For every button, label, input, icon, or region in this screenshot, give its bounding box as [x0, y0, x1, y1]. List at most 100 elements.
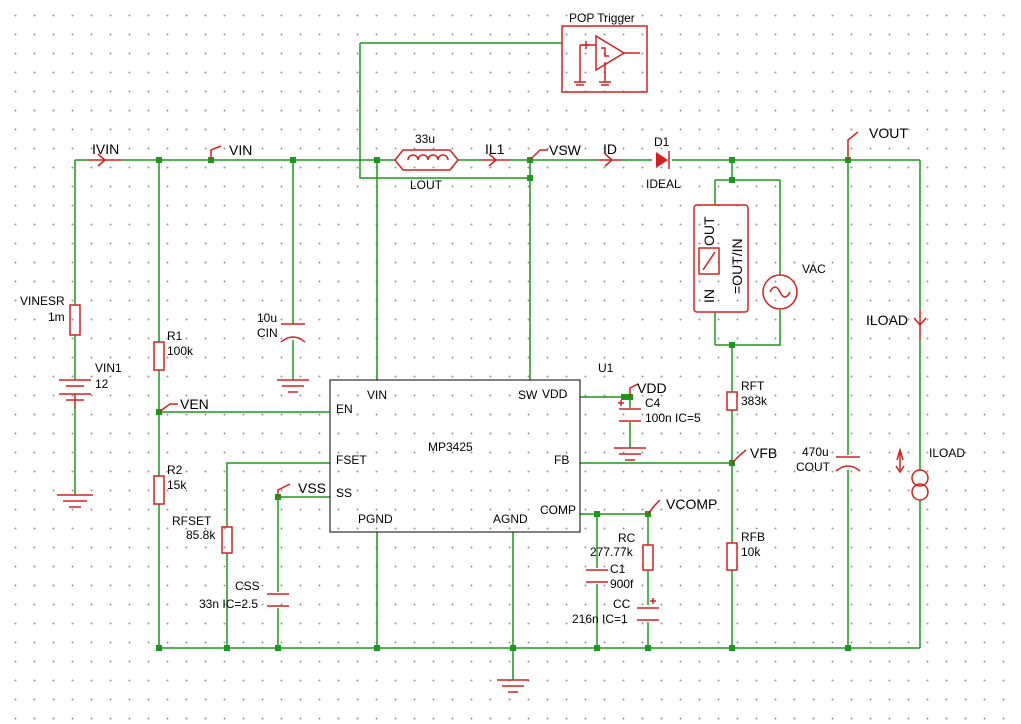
svg-text:216n IC=1: 216n IC=1 — [572, 612, 628, 626]
svg-text:470u: 470u — [802, 445, 829, 459]
ground-icon — [277, 379, 309, 393]
rc-resistor[interactable]: RC 277.77k — [590, 531, 654, 571]
iload-probe-icon — [913, 310, 927, 340]
net-vsw: VSW — [549, 142, 582, 158]
svg-text:100n IC=5: 100n IC=5 — [645, 411, 701, 425]
vinesr-resistor[interactable]: VINESR 1m — [20, 294, 81, 336]
pin-fb: FB — [554, 453, 569, 467]
rft-resistor[interactable]: RFT 383k — [726, 379, 768, 411]
svg-text:CIN: CIN — [257, 326, 278, 340]
svg-text:RFSET: RFSET — [172, 514, 212, 528]
svg-text:1m: 1m — [48, 310, 65, 324]
svg-text:12: 12 — [95, 377, 109, 391]
rfset-resistor[interactable]: RFSET 85.8k — [172, 514, 233, 554]
u1-label: U1 — [598, 361, 614, 375]
net-flags — [158, 131, 859, 515]
svg-text:277.77k: 277.77k — [590, 545, 634, 559]
il1-probe-icon — [481, 153, 510, 167]
svg-text:10u: 10u — [257, 311, 277, 325]
ratio-block[interactable]: OUT IN =OUT/IN — [693, 204, 749, 313]
svg-text:RFT: RFT — [741, 379, 765, 393]
cin-capacitor[interactable]: 10u CIN — [257, 311, 306, 343]
net-vcomp: VCOMP — [666, 496, 717, 512]
pin-ss: SS — [336, 486, 352, 500]
net-ven: VEN — [180, 396, 209, 412]
pin-vdd: VDD — [542, 387, 568, 401]
current-probes — [88, 153, 927, 340]
schmitt-icon — [601, 47, 609, 57]
svg-text:RC: RC — [618, 531, 636, 545]
ground-icon — [614, 447, 646, 461]
svg-text:LOUT: LOUT — [410, 178, 443, 192]
svg-text:900f: 900f — [610, 577, 634, 591]
iload-source[interactable]: ILOAD — [895, 446, 965, 501]
pin-fset: FSET — [336, 453, 367, 467]
svg-text:IDEAL: IDEAL — [646, 177, 681, 191]
net-vss: VSS — [298, 480, 326, 496]
svg-text:C1: C1 — [610, 562, 626, 576]
net-vfb: VFB — [750, 445, 777, 461]
svg-text:RFB: RFB — [741, 530, 765, 544]
id-probe-icon — [598, 153, 622, 167]
svg-text:15k: 15k — [167, 478, 187, 492]
svg-text:VIN1: VIN1 — [95, 361, 122, 375]
ground-icon — [497, 679, 529, 693]
net-id: ID — [603, 141, 617, 157]
ratio-in-label: IN — [701, 289, 717, 303]
svg-text:383k: 383k — [741, 394, 768, 408]
pop-trigger-block[interactable]: POP Trigger — [561, 11, 648, 93]
svg-text:10k: 10k — [741, 545, 761, 559]
svg-text:D1: D1 — [654, 135, 670, 149]
cc-capacitor[interactable]: CC 216n IC=1 — [572, 597, 659, 626]
svg-text:CSS: CSS — [235, 579, 260, 593]
svg-text:33u: 33u — [415, 132, 435, 146]
ground-symbols — [57, 379, 646, 693]
net-vin: VIN — [229, 142, 252, 158]
pop-trigger-label: POP Trigger — [569, 11, 635, 25]
svg-text:VINESR: VINESR — [20, 294, 65, 308]
svg-text:CC: CC — [613, 597, 631, 611]
net-labels: IVIN VIN IL1 VSW ID VOUT VEN VSS VDD VFB… — [92, 125, 908, 512]
ratio-expr: =OUT/IN — [729, 238, 745, 294]
r2-resistor[interactable]: R2 15k — [153, 463, 187, 505]
net-vout: VOUT — [869, 125, 908, 141]
r1-resistor[interactable]: R1 100k — [153, 329, 194, 371]
c1-capacitor[interactable]: C1 900f — [586, 562, 634, 591]
pulse-icon — [896, 447, 904, 461]
pin-agnd: AGND — [493, 512, 528, 526]
svg-text:VAC: VAC — [802, 262, 826, 276]
svg-text:33n IC=2.5: 33n IC=2.5 — [199, 597, 258, 611]
net-ivin: IVIN — [92, 141, 119, 157]
u1-part: MP3425 — [428, 440, 473, 454]
svg-text:R2: R2 — [167, 463, 183, 477]
cout-capacitor[interactable]: 470u COUT — [796, 445, 861, 474]
vin1-source[interactable]: VIN1 12 — [59, 361, 122, 408]
ground-icon — [57, 494, 93, 508]
pin-pgnd: PGND — [358, 512, 393, 526]
svg-text:C4: C4 — [645, 396, 661, 410]
css-capacitor[interactable]: CSS 33n IC=2.5 — [199, 579, 289, 611]
pin-sw: SW — [518, 388, 538, 402]
svg-text:100k: 100k — [167, 344, 194, 358]
u1-ic[interactable]: U1 MP3425 VIN EN FSET SS PGND SW VDD FB … — [329, 361, 614, 533]
svg-text:ILOAD: ILOAD — [929, 446, 965, 460]
d1-diode[interactable]: D1 IDEAL — [646, 135, 681, 191]
net-vdd: VDD — [637, 380, 667, 396]
c4-capacitor[interactable]: C4 100n IC=5 — [618, 396, 701, 425]
svg-text:R1: R1 — [167, 329, 183, 343]
lout-inductor[interactable]: 33u LOUT — [394, 132, 459, 192]
ratio-out-label: OUT — [701, 216, 717, 246]
pin-en: EN — [336, 402, 353, 416]
vac-source[interactable]: VAC — [762, 262, 826, 310]
svg-text:85.8k: 85.8k — [186, 528, 216, 542]
svg-text:COUT: COUT — [796, 460, 831, 474]
ivin-probe-icon — [88, 153, 122, 167]
pin-comp: COMP — [540, 503, 576, 517]
net-il1: IL1 — [485, 141, 505, 157]
pin-vin: VIN — [367, 388, 387, 402]
net-iload-probe: ILOAD — [866, 312, 908, 328]
rfb-resistor[interactable]: RFB 10k — [726, 530, 765, 571]
wires — [74, 42, 921, 680]
